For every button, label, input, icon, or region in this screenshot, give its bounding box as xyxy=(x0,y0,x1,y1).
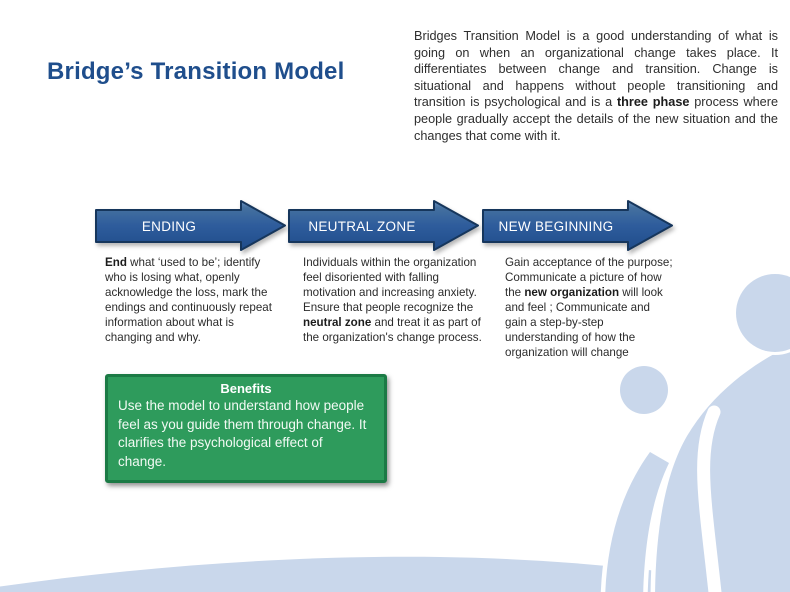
neutral-zone-bold-text: neutral zone xyxy=(303,316,372,329)
neutral-zone-text-post: and treat it as part of the organization… xyxy=(303,316,482,344)
intro-text-pre: Bridges Transition Model is a good under… xyxy=(414,29,778,110)
page-title: Bridge’s Transition Model xyxy=(47,58,345,85)
stage-label-neutral-zone: NEUTRAL ZONE xyxy=(308,219,416,234)
arrow-shape xyxy=(95,200,286,251)
ending-text: what ‘used to be’; identify who is losin… xyxy=(105,256,272,344)
small-figure-body-shape xyxy=(600,446,675,592)
large-figure-head-shape xyxy=(733,271,790,355)
stage-label-ending: ENDING xyxy=(141,219,197,234)
benefits-box-body: Use the model to understand how people f… xyxy=(118,398,367,469)
large-figure-body-shape xyxy=(650,340,790,592)
neutral-zone-text-pre: Individuals within the organization feel… xyxy=(303,256,477,314)
new-beginning-text-pre: Gain acceptance of the purpose; Communic… xyxy=(505,256,673,299)
stage-label-new-beginning: NEW BEGINNING xyxy=(498,219,614,234)
stage-description-neutral-zone: Individuals within the organization feel… xyxy=(303,255,483,345)
ending-bold-text: End xyxy=(105,256,127,269)
stage-description-new-beginning: Gain acceptance of the purpose; Communic… xyxy=(505,255,673,360)
stage-arrow-ending: ENDING xyxy=(95,199,287,252)
intro-paragraph: Bridges Transition Model is a good under… xyxy=(414,28,778,144)
new-beginning-bold-text: new organization xyxy=(524,286,620,299)
stage-description-ending: End what ‘used to be’; identify who is l… xyxy=(105,255,277,345)
bottom-swoosh-shape xyxy=(0,556,790,592)
stage-arrow-new-beginning: NEW BEGINNING xyxy=(482,199,674,252)
new-beginning-text-post: will look and feel ; Communicate and gai… xyxy=(505,286,663,359)
benefits-box-title: Benefits xyxy=(220,381,272,396)
intro-text-bold: three phase xyxy=(616,95,690,110)
intro-text-post: process where people gradually accept th… xyxy=(414,95,778,143)
stage-arrow-neutral-zone: NEUTRAL ZONE xyxy=(288,199,480,252)
benefits-box: Benefits Use the model to understand how… xyxy=(105,374,387,483)
arrow-shape xyxy=(288,200,479,251)
small-figure-head-shape xyxy=(617,363,671,417)
arrow-shape xyxy=(482,200,673,251)
